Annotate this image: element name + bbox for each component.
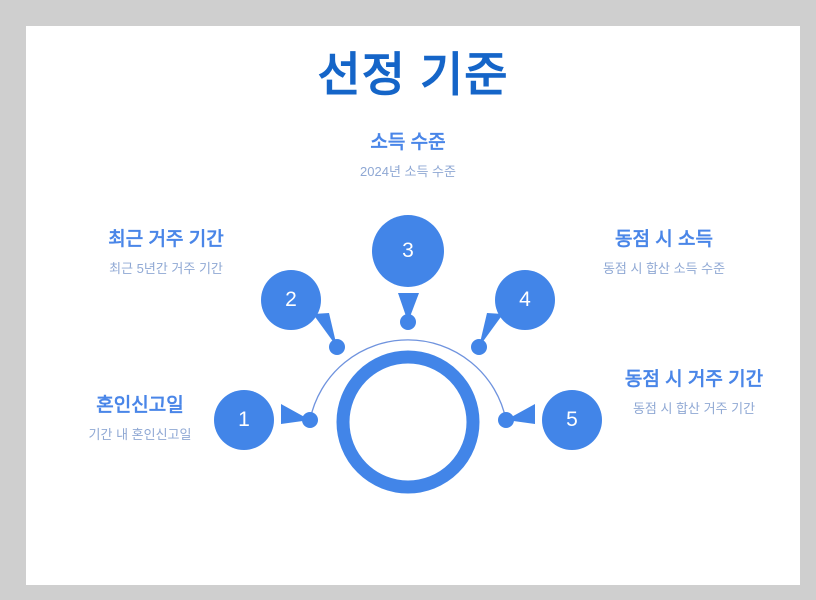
diagram-graphics [214,215,602,494]
callout-bubble-3[interactable] [372,215,444,322]
label-heading-3: 소득 수준 [370,132,446,153]
callout-bubble-1[interactable] [214,390,310,450]
label-subtitle-5: 동점 시 합산 거주 기간 [632,400,756,416]
node-dot-5 [498,412,514,428]
node-dot-3 [400,314,416,330]
callout-bubble-4[interactable] [479,270,555,347]
center-ring [336,350,480,494]
label-heading-2: 최근 거주 기간 [108,229,224,250]
label-heading-5: 동점 시 거주 기간 [624,369,764,390]
circular-process-diagram: 1 2 3 4 5 소득 수준 2024년 소득 수준 최근 거주 기간 최근 … [26,26,800,585]
label-subtitle-3: 2024년 소득 수준 [360,163,456,179]
label-heading-1: 혼인신고일 [96,395,184,416]
node-dot-2 [329,339,345,355]
label-block-2: 최근 거주 기간 최근 5년간 거주 기간 [108,228,223,278]
callout-bubble-5[interactable] [506,390,602,450]
label-subtitle-4: 동점 시 합산 소득 수준 [602,260,726,276]
slide-canvas: 선정 기준 [26,26,800,585]
label-heading-4: 동점 시 소득 [615,229,713,250]
label-block-3: 소득 수준 2024년 소득 수준 [360,131,456,181]
connector-arc [309,339,507,421]
callout-bubble-2[interactable] [261,270,337,347]
label-subtitle-2: 최근 5년간 거주 기간 [109,260,223,276]
node-dot-4 [471,339,487,355]
label-subtitle-1: 기간 내 혼인신고일 [88,426,192,442]
label-block-1: 혼인신고일 기간 내 혼인신고일 [89,394,192,444]
label-block-5: 동점 시 거주 기간 동점 시 합산 거주 기간 [625,368,763,418]
label-block-4: 동점 시 소득 동점 시 합산 소득 수준 [603,228,725,278]
page-title: 선정 기준 [317,48,509,101]
node-dot-1 [302,412,318,428]
